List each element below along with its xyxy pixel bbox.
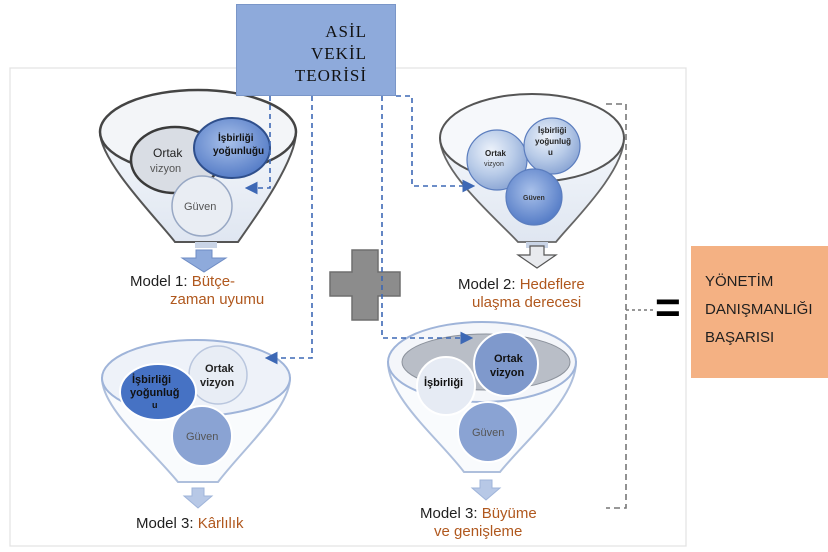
result-text: YÖNETİM DANIŞMANLIĞI BAŞARISI: [705, 273, 813, 346]
theory-line-1: ASİL: [325, 22, 367, 41]
m3a-ortak-text: Ortak: [205, 363, 235, 375]
funnel-model-1: [98, 88, 298, 273]
model-3a-prefix: Model 3:: [136, 515, 198, 532]
grouping-bracket: [606, 103, 627, 509]
theory-line-2: VEKİL: [311, 44, 367, 63]
funnel-model-3-buyume: [386, 321, 578, 501]
m3b-guven-text: Güven: [472, 427, 504, 439]
m1-isbirligi-text: İşbirliği: [218, 131, 254, 144]
model-3b-highlight-2: ve genişleme: [434, 523, 523, 540]
m3a-u-text: u: [152, 400, 158, 410]
m3b-ortak-text: Ortak: [494, 353, 524, 365]
m2-guven-text: Güven: [523, 195, 545, 202]
funnel-model-2: [439, 93, 625, 269]
model-3a-highlight: Kârlılık: [197, 515, 244, 532]
m3b-vizyon-text: vizyon: [490, 367, 525, 379]
m1-guven-text: Güven: [184, 201, 216, 213]
model-1-highlight-2: zaman uyumu: [170, 291, 265, 308]
model-2-prefix: Model 2:: [458, 276, 520, 293]
m2-vizyon-text: vizyon: [484, 161, 504, 168]
model-2-highlight-1: Hedeflere: [519, 276, 585, 293]
m2-ortak-text: Ortak: [485, 149, 506, 158]
plus-icon: [329, 249, 401, 321]
model-3b-highlight-1: Büyüme: [481, 505, 537, 522]
model-3a-label: Model 3: Kârlılık: [136, 515, 244, 533]
m3b-isbirligi-text: İşbirliği: [424, 376, 463, 389]
m3a-isbirligi-text: İşbirliği: [132, 373, 171, 386]
theory-line-3: TEORİSİ: [294, 66, 367, 85]
model-3b-prefix: Model 3:: [420, 505, 482, 522]
funnel-model-3-karlilik: [100, 339, 292, 509]
m3a-yogunlugu-text: yoğunluğ: [130, 387, 180, 399]
model-3b-label: Model 3: Büyüme ve genişleme: [420, 505, 537, 541]
model-1-label: Model 1: Bütçe- zaman uyumu: [130, 273, 264, 309]
theory-box: ASİL VEKİL TEORİSİ: [236, 4, 396, 96]
model-1-prefix: Model 1:: [130, 273, 192, 290]
equals-sign: =: [655, 283, 681, 332]
m3a-guven-text: Güven: [186, 431, 218, 443]
model-2-highlight-2: ulaşma derecesi: [472, 294, 582, 311]
m2-u-text: u: [548, 148, 553, 157]
m1-yogunlugu-text: yoğunluğu: [213, 146, 264, 157]
dashed-connectors: [244, 95, 476, 365]
m1-vizyon-text: vizyon: [150, 163, 181, 175]
m2-isbirligi-text: İşbirliği: [538, 126, 566, 135]
m1-ortak-text: Ortak: [153, 146, 183, 160]
m2-yogunlugu-text: yoğunluğ: [535, 137, 571, 146]
m3a-vizyon-text: vizyon: [200, 377, 235, 389]
model-2-label: Model 2: Hedeflere ulaşma derecesi: [458, 276, 585, 312]
model-1-highlight-1: Bütçe-: [191, 273, 236, 290]
theory-text: ASİL VEKİL TEORİSİ: [295, 21, 367, 87]
result-box: YÖNETİM DANIŞMANLIĞI BAŞARISI: [691, 246, 828, 378]
